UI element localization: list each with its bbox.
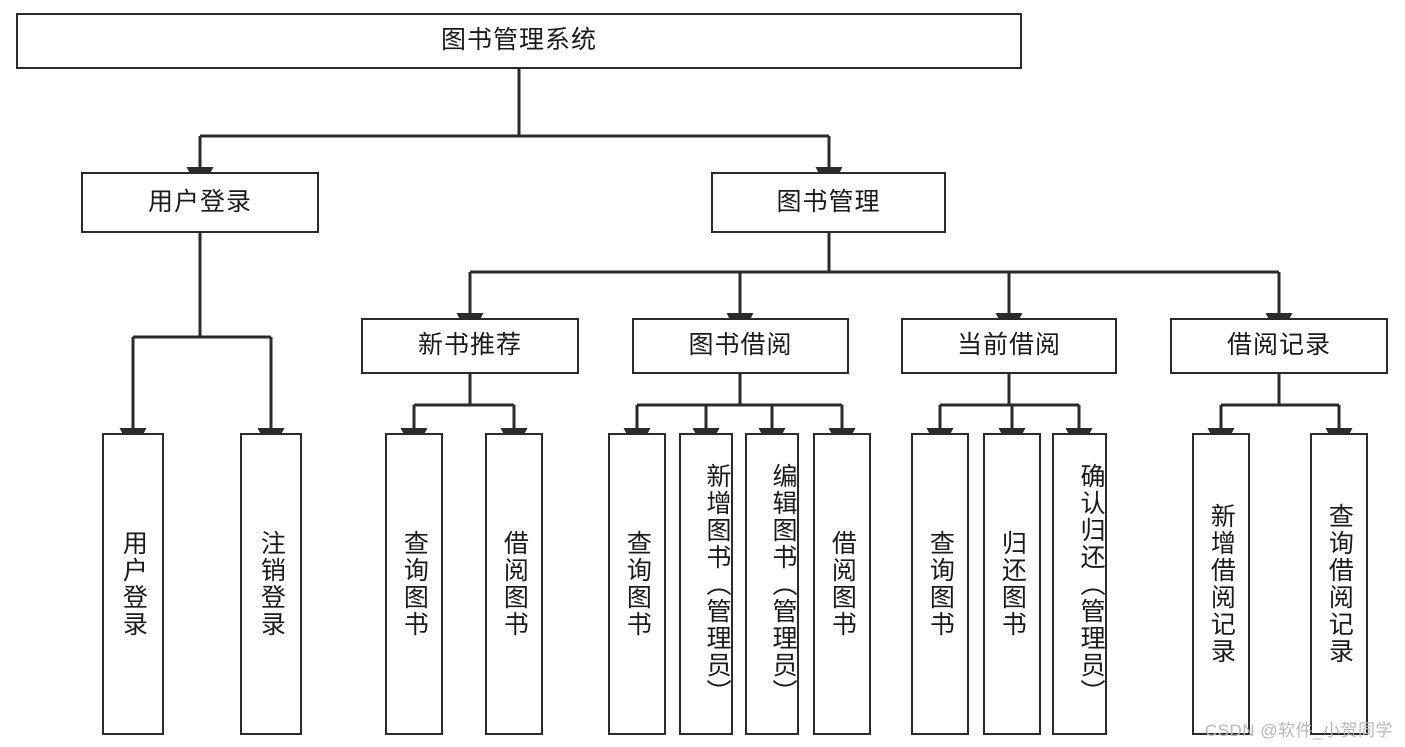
node-l3-new-book-rec[interactable]: 新书推荐 — [361, 318, 579, 374]
node-label: 新增图书（管理员） — [703, 462, 731, 706]
node-l3-book-borrow[interactable]: 图书借阅 — [632, 318, 849, 374]
node-l4-query-borrow-record[interactable]: 查询借阅记录 — [1310, 433, 1368, 735]
node-label: 借阅图书 — [500, 530, 529, 638]
node-label: 新书推荐 — [417, 331, 522, 360]
node-label: 用户登录 — [119, 530, 148, 638]
node-label: 归还图书 — [998, 530, 1027, 638]
node-label: 图书管理 — [776, 187, 881, 216]
node-label: 查询图书 — [926, 530, 955, 638]
node-label: 图书管理系统 — [440, 26, 597, 55]
node-l2-book-manage[interactable]: 图书管理 — [711, 172, 946, 233]
node-label: 当前借阅 — [956, 331, 1061, 360]
node-l4-return-book[interactable]: 归还图书 — [983, 433, 1041, 735]
node-l4-add-borrow-record[interactable]: 新增借阅记录 — [1192, 433, 1250, 735]
node-l4-borrow-book-b[interactable]: 借阅图书 — [813, 433, 871, 735]
node-l4-user-login[interactable]: 用户登录 — [102, 433, 164, 735]
node-label: 借阅记录 — [1226, 331, 1331, 360]
node-l4-query-book-a[interactable]: 查询图书 — [385, 433, 443, 735]
node-label: 新增借阅记录 — [1207, 503, 1236, 665]
node-label: 图书借阅 — [688, 331, 793, 360]
node-l2-user-login[interactable]: 用户登录 — [81, 172, 319, 233]
node-l4-query-book-c[interactable]: 查询图书 — [911, 433, 969, 735]
node-label: 借阅图书 — [828, 530, 857, 638]
node-l4-query-book-b[interactable]: 查询图书 — [608, 433, 666, 735]
node-l4-confirm-return-admin[interactable]: 确认归还（管理员） — [1052, 433, 1107, 735]
node-label: 注销登录 — [257, 530, 286, 638]
node-label: 查询借阅记录 — [1325, 503, 1354, 665]
node-l4-edit-book-admin[interactable]: 编辑图书（管理员） — [745, 433, 799, 735]
node-label: 查询图书 — [400, 530, 429, 638]
node-l4-add-book-admin[interactable]: 新增图书（管理员） — [679, 433, 733, 735]
node-label: 编辑图书（管理员） — [769, 462, 797, 706]
node-l3-current-borrow[interactable]: 当前借阅 — [901, 318, 1117, 374]
node-label: 确认归还（管理员） — [1077, 462, 1105, 706]
node-label: 查询图书 — [623, 530, 652, 638]
node-label: 用户登录 — [147, 187, 252, 216]
node-l4-borrow-book-a[interactable]: 借阅图书 — [485, 433, 543, 735]
node-l4-user-logout[interactable]: 注销登录 — [240, 433, 302, 735]
node-root[interactable]: 图书管理系统 — [16, 13, 1022, 69]
watermark-text: CSDN @软件_小贺同学 — [1204, 721, 1393, 740]
node-l3-borrow-record[interactable]: 借阅记录 — [1170, 318, 1388, 374]
